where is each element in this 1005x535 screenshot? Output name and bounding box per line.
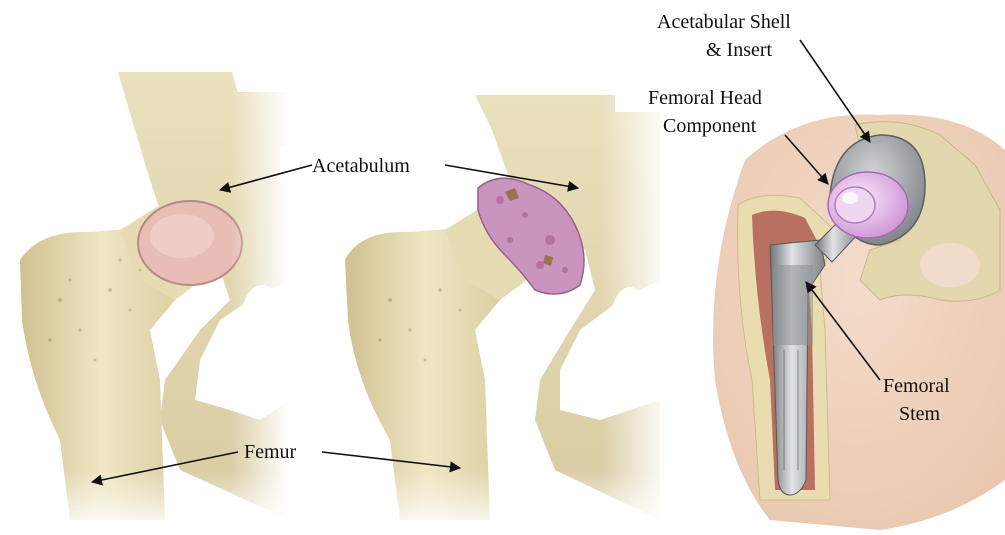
hip-replacement-panel <box>713 114 1005 530</box>
femoral-head-label-line2: Component <box>663 115 757 137</box>
acetabular-shell-label-line2: & Insert <box>706 39 773 61</box>
acetabular-shell-label-line1: Acetabular Shell <box>657 11 791 33</box>
healthy-hip-panel <box>0 60 300 535</box>
femoral-stem-label-line1: Femoral <box>883 375 950 397</box>
femoral-stem-label-line2: Stem <box>899 403 941 425</box>
femoral-head-label-line1: Femoral Head <box>648 87 762 109</box>
femur-label: Femur <box>244 441 297 463</box>
acetabulum-label: Acetabulum <box>312 155 410 177</box>
femoral-head-implant <box>835 187 875 223</box>
